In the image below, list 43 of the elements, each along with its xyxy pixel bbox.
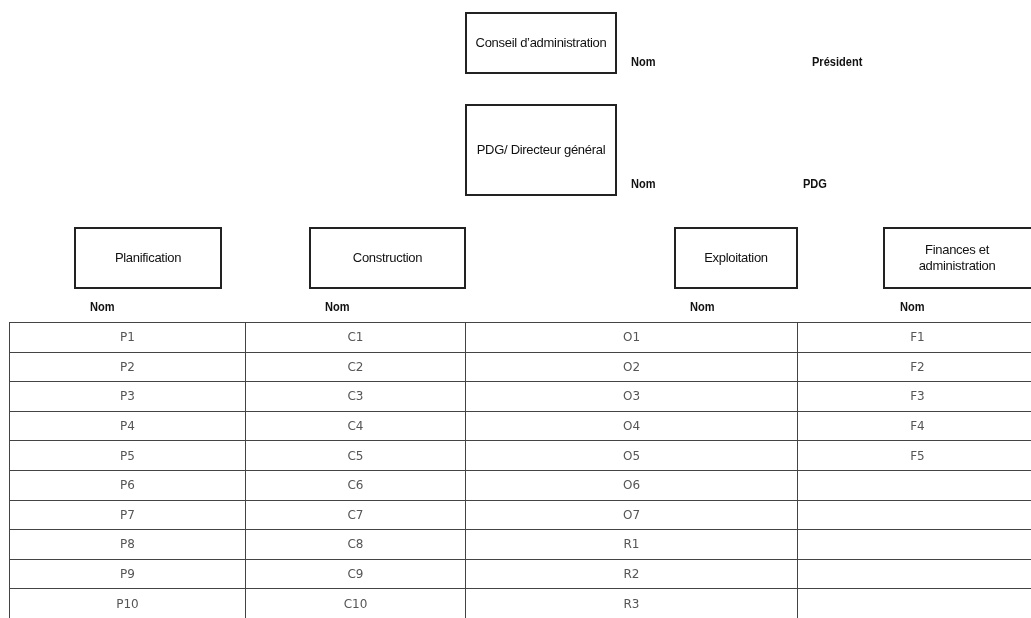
table-cell: C5 bbox=[245, 440, 466, 471]
table-cell: C1 bbox=[245, 322, 466, 353]
table-cell: P10 bbox=[9, 588, 246, 618]
table-cell: C9 bbox=[245, 559, 466, 589]
table-cell: C6 bbox=[245, 470, 466, 501]
org-box: PDG/ Directeur général bbox=[465, 104, 617, 196]
table-cell: F1 bbox=[797, 322, 1031, 353]
role-label: Président bbox=[812, 54, 863, 69]
table-cell: P6 bbox=[9, 470, 246, 501]
table-cell: P3 bbox=[9, 381, 246, 412]
table-cell: C2 bbox=[245, 352, 466, 382]
table-cell: P8 bbox=[9, 529, 246, 560]
table-cell: O5 bbox=[465, 440, 798, 471]
org-box: Conseil d’administration bbox=[465, 12, 617, 74]
table-cell: C7 bbox=[245, 500, 466, 530]
name-label: Nom bbox=[900, 299, 925, 314]
table-cell: P1 bbox=[9, 322, 246, 353]
table-cell: C4 bbox=[245, 411, 466, 441]
name-label: Nom bbox=[690, 299, 715, 314]
table-cell: C3 bbox=[245, 381, 466, 412]
table-cell: P5 bbox=[9, 440, 246, 471]
org-box: Exploitation bbox=[674, 227, 798, 289]
table-cell: C8 bbox=[245, 529, 466, 560]
table-cell: O6 bbox=[465, 470, 798, 501]
name-label: Nom bbox=[631, 54, 656, 69]
table-cell: R2 bbox=[465, 559, 798, 589]
table-cell: O7 bbox=[465, 500, 798, 530]
table-cell: O1 bbox=[465, 322, 798, 353]
org-box: Construction bbox=[309, 227, 466, 289]
table-cell: O2 bbox=[465, 352, 798, 382]
table-cell: P7 bbox=[9, 500, 246, 530]
table-cell: O4 bbox=[465, 411, 798, 441]
table-cell: O3 bbox=[465, 381, 798, 412]
table-cell: P4 bbox=[9, 411, 246, 441]
role-label: PDG bbox=[803, 176, 827, 191]
name-label: Nom bbox=[325, 299, 350, 314]
org-box: Planification bbox=[74, 227, 222, 289]
org-box: Finances et administration bbox=[883, 227, 1031, 289]
table-cell: P2 bbox=[9, 352, 246, 382]
table-cell: R1 bbox=[465, 529, 798, 560]
table-cell: P9 bbox=[9, 559, 246, 589]
name-label: Nom bbox=[90, 299, 115, 314]
name-label: Nom bbox=[631, 176, 656, 191]
